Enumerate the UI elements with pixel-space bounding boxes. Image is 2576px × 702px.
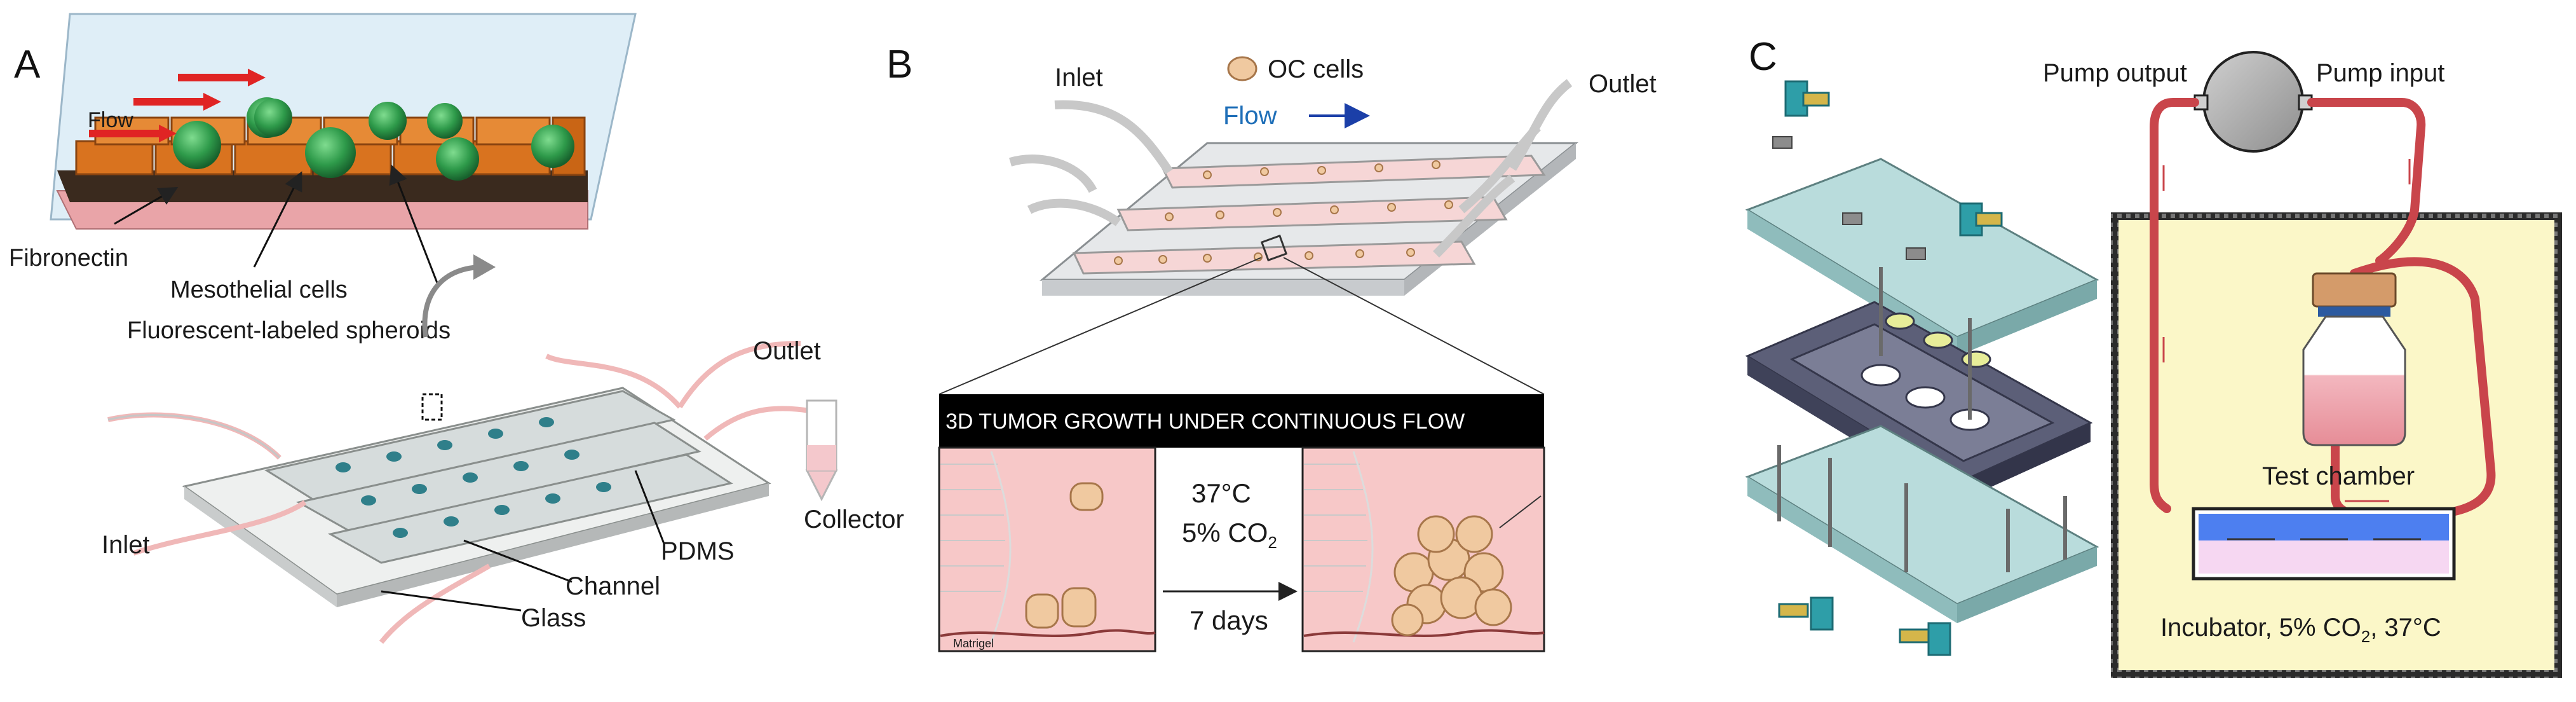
panel-c-letter: C [1749,35,1777,79]
microfluidic-chip-b [1008,79,1579,296]
growth-banner: 3D TUMOR GROWTH UNDER CONTINUOUS FLOW [946,410,1465,434]
pump-input-label: Pump input [2316,59,2444,87]
oc-cell-icon [1227,56,1257,81]
panel-a-letter: A [14,43,41,86]
panel-c: C [1745,35,2562,678]
test-chamber [2192,507,2456,581]
panel-a: A [9,13,904,644]
collector-tube [805,399,838,502]
flow-label-b: Flow [1223,102,1277,130]
pump-loop: Pump output Pump input Test chamber [2043,51,2562,678]
mesothelial-label: Mesothelial cells [170,277,348,303]
collector-label: Collector [804,506,904,533]
outlet-label-a: Outlet [753,337,821,365]
pump-icon [2202,51,2304,153]
flow-arrows [89,69,266,142]
matrigel-label: Matrigel [953,637,994,650]
channel-label: Channel [566,572,660,600]
inlet-label-b: Inlet [1055,64,1103,92]
fibronectin-label: Fibronectin [9,245,128,272]
panel-b: B Inlet OC cells Flow Outlet [886,43,1657,652]
media-bottle [2302,272,2406,446]
channel-inset: Flow [50,13,637,230]
spheroid-cluster [173,97,574,181]
microfluidic-chip-a [182,387,771,607]
quick-connectors [1778,80,2003,656]
test-chamber-label: Test chamber [2262,462,2415,490]
inlet-label-a: Inlet [102,531,150,559]
exploded-chamber [1745,80,2099,656]
oc-cells-label: OC cells [1268,55,1364,83]
co2-label-b: 5% CO2 [1182,518,1277,552]
growth-inset: 3D TUMOR GROWTH UNDER CONTINUOUS FLOW Ma… [938,394,1545,652]
glass-label: Glass [521,604,586,632]
outlet-label-b: Outlet [1589,70,1657,98]
temp-label: 37°C [1191,478,1251,508]
flow-label-a: Flow [88,108,133,132]
days-label: 7 days [1190,605,1268,635]
incubator-label: Incubator, 5% CO2, 37°C [2160,614,2441,646]
spheroids-label: Fluorescent-labeled spheroids [127,317,451,344]
pump-output-label: Pump output [2043,59,2187,87]
pdms-label: PDMS [661,537,735,565]
panel-b-letter: B [886,43,912,86]
